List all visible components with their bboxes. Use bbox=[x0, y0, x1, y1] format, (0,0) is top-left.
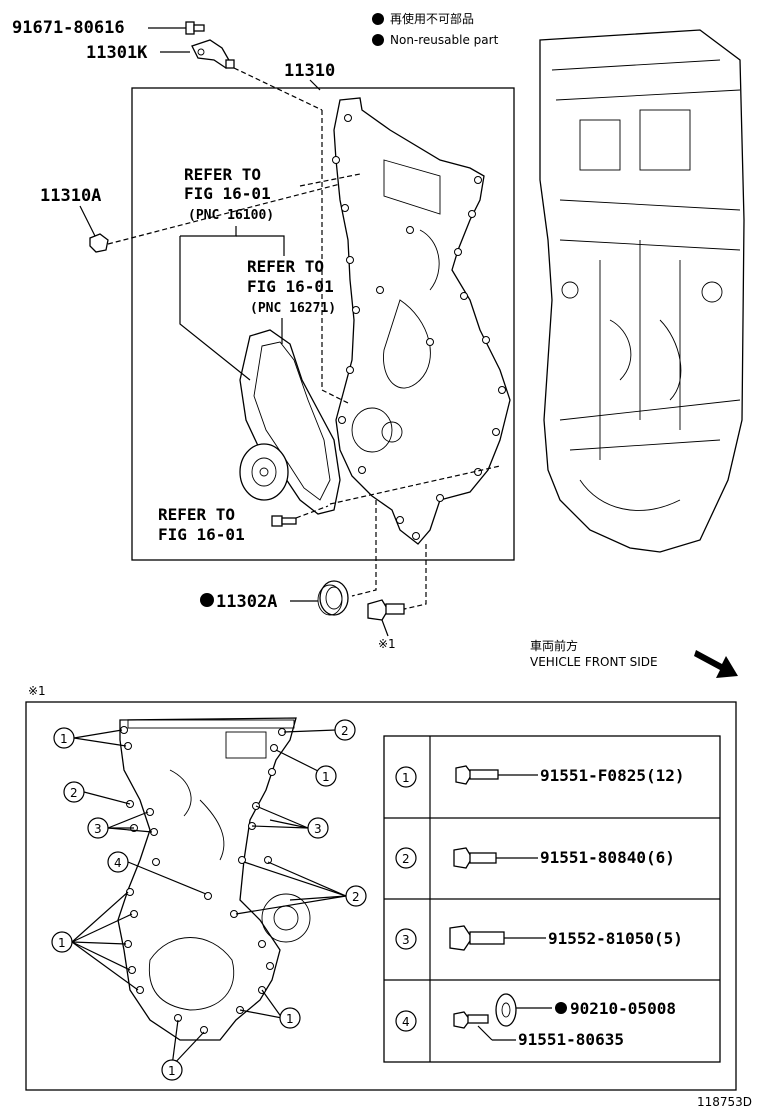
table-row[interactable]: 1 91551-F0825(12) bbox=[395, 765, 685, 788]
svg-text:1: 1 bbox=[322, 770, 330, 784]
refer-to-fig-1[interactable]: FIG 16-01 bbox=[184, 184, 271, 203]
bolt-part-number: 91551-80840(6) bbox=[540, 848, 675, 867]
svg-text:2: 2 bbox=[352, 890, 360, 904]
part-label-91671-80616[interactable]: 91671-80616 bbox=[12, 18, 125, 38]
callout-circle-4: 4 bbox=[107, 851, 129, 873]
part-label-11310A[interactable]: 11310A bbox=[40, 186, 101, 206]
row-number: 2 bbox=[402, 852, 410, 866]
svg-text:3: 3 bbox=[94, 822, 102, 836]
assembly-frame bbox=[131, 87, 515, 561]
part-label-11301K[interactable]: 11301K bbox=[86, 43, 148, 63]
svg-text:2: 2 bbox=[341, 724, 349, 738]
non-reusable-marker-icon bbox=[555, 1002, 567, 1014]
bolt-1-icon bbox=[455, 765, 499, 785]
washer-icon bbox=[495, 993, 517, 1027]
table-row[interactable]: 3 91552-81050(5) bbox=[395, 925, 683, 951]
non-reusable-marker-icon bbox=[200, 593, 214, 607]
callout-circle-3: 3 bbox=[87, 817, 109, 839]
bolt-part-number: 91551-80635 bbox=[518, 1030, 624, 1049]
row-number: 4 bbox=[402, 1015, 410, 1029]
refer-to-pnc-1: (PNC 16100) bbox=[188, 208, 274, 223]
svg-text:1: 1 bbox=[286, 1012, 294, 1026]
legend-jp-label: 再使用不可部品 bbox=[390, 11, 474, 26]
svg-text:1: 1 bbox=[168, 1064, 176, 1078]
figure-id: 118753D bbox=[697, 1095, 752, 1109]
bolt-icon bbox=[271, 515, 297, 527]
refer-to-pnc-2: (PNC 16271) bbox=[250, 301, 336, 316]
flange-bolt-icon bbox=[367, 599, 405, 621]
svg-text:1: 1 bbox=[58, 936, 66, 950]
timing-chain-cover[interactable] bbox=[332, 97, 511, 545]
callout-circle-1: 1 bbox=[315, 765, 337, 787]
cam-position-sensor-icon bbox=[191, 39, 235, 69]
row-number: 3 bbox=[402, 933, 410, 947]
callout-circle-1: 1 bbox=[51, 931, 73, 953]
non-reusable-marker-icon bbox=[372, 34, 384, 46]
refer-to-label-2: REFER TO bbox=[247, 257, 324, 276]
bolt-4-icon bbox=[453, 1011, 489, 1029]
washer-part-number: 90210-05008 bbox=[570, 999, 676, 1018]
bolt-icon bbox=[185, 21, 205, 35]
callout-circle-1: 1 bbox=[161, 1059, 183, 1081]
callout-circle-3: 3 bbox=[307, 817, 329, 839]
non-reusable-marker-icon bbox=[372, 13, 384, 25]
bolt-table bbox=[383, 735, 721, 1063]
callout-circle-1: 1 bbox=[53, 727, 75, 749]
cap-nut-icon bbox=[89, 233, 109, 253]
detail-frame bbox=[25, 701, 737, 1091]
callout-circle-2: 2 bbox=[345, 885, 367, 907]
engine-block bbox=[539, 29, 745, 553]
refer-to-label-3: REFER TO bbox=[158, 505, 235, 524]
refer-to-fig-3[interactable]: FIG 16-01 bbox=[158, 525, 245, 544]
refer-to-label-1: REFER TO bbox=[184, 165, 261, 184]
bolt-3-icon bbox=[449, 925, 505, 951]
detail-note-mark: ※1 bbox=[28, 684, 46, 698]
timing-cover-detail bbox=[117, 717, 311, 1041]
callout-circle-1: 1 bbox=[279, 1007, 301, 1029]
bolt-part-number: 91552-81050(5) bbox=[548, 929, 683, 948]
bolt-note-mark: ※1 bbox=[378, 637, 396, 651]
direction-jp-label: 車両前方 bbox=[530, 638, 578, 653]
oil-seal-icon bbox=[317, 580, 349, 616]
water-pump-pulley bbox=[239, 443, 289, 501]
table-row[interactable]: 2 91551-80840(6) bbox=[395, 847, 675, 869]
svg-text:4: 4 bbox=[114, 856, 122, 870]
refer-to-fig-2[interactable]: FIG 16-01 bbox=[247, 277, 334, 296]
callout-circle-2: 2 bbox=[63, 781, 85, 803]
row-number: 1 bbox=[402, 771, 410, 785]
table-row[interactable]: 4 90210-05008 91551-80635 bbox=[395, 993, 676, 1049]
water-pump-gasket bbox=[239, 329, 341, 515]
callout-circle-2: 2 bbox=[334, 719, 356, 741]
bolt-part-number: 91551-F0825(12) bbox=[540, 766, 685, 785]
part-label-11310[interactable]: 11310 bbox=[284, 61, 335, 81]
svg-text:1: 1 bbox=[60, 732, 68, 746]
part-label-11302A[interactable]: 11302A bbox=[216, 592, 277, 612]
bolt-2-icon bbox=[453, 847, 497, 869]
direction-en-label: VEHICLE FRONT SIDE bbox=[530, 655, 658, 669]
svg-text:3: 3 bbox=[314, 822, 322, 836]
legend-en-label: Non-reusable part bbox=[390, 33, 499, 47]
svg-text:2: 2 bbox=[70, 786, 78, 800]
front-direction-arrow-icon bbox=[694, 650, 738, 678]
